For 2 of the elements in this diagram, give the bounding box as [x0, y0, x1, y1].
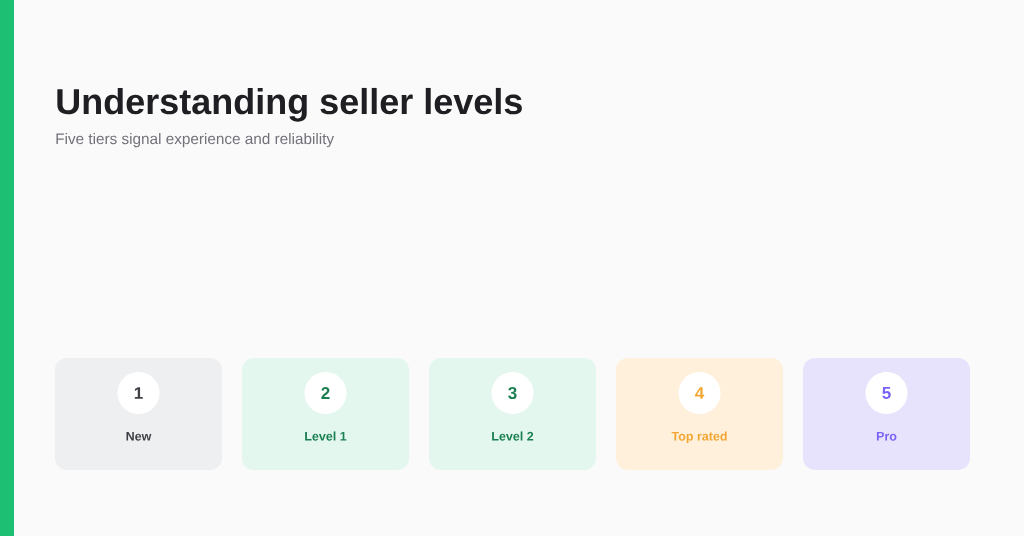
subtitle: Five tiers signal experience and reliability — [56, 132, 335, 148]
title: Understanding seller levels — [57, 87, 522, 122]
